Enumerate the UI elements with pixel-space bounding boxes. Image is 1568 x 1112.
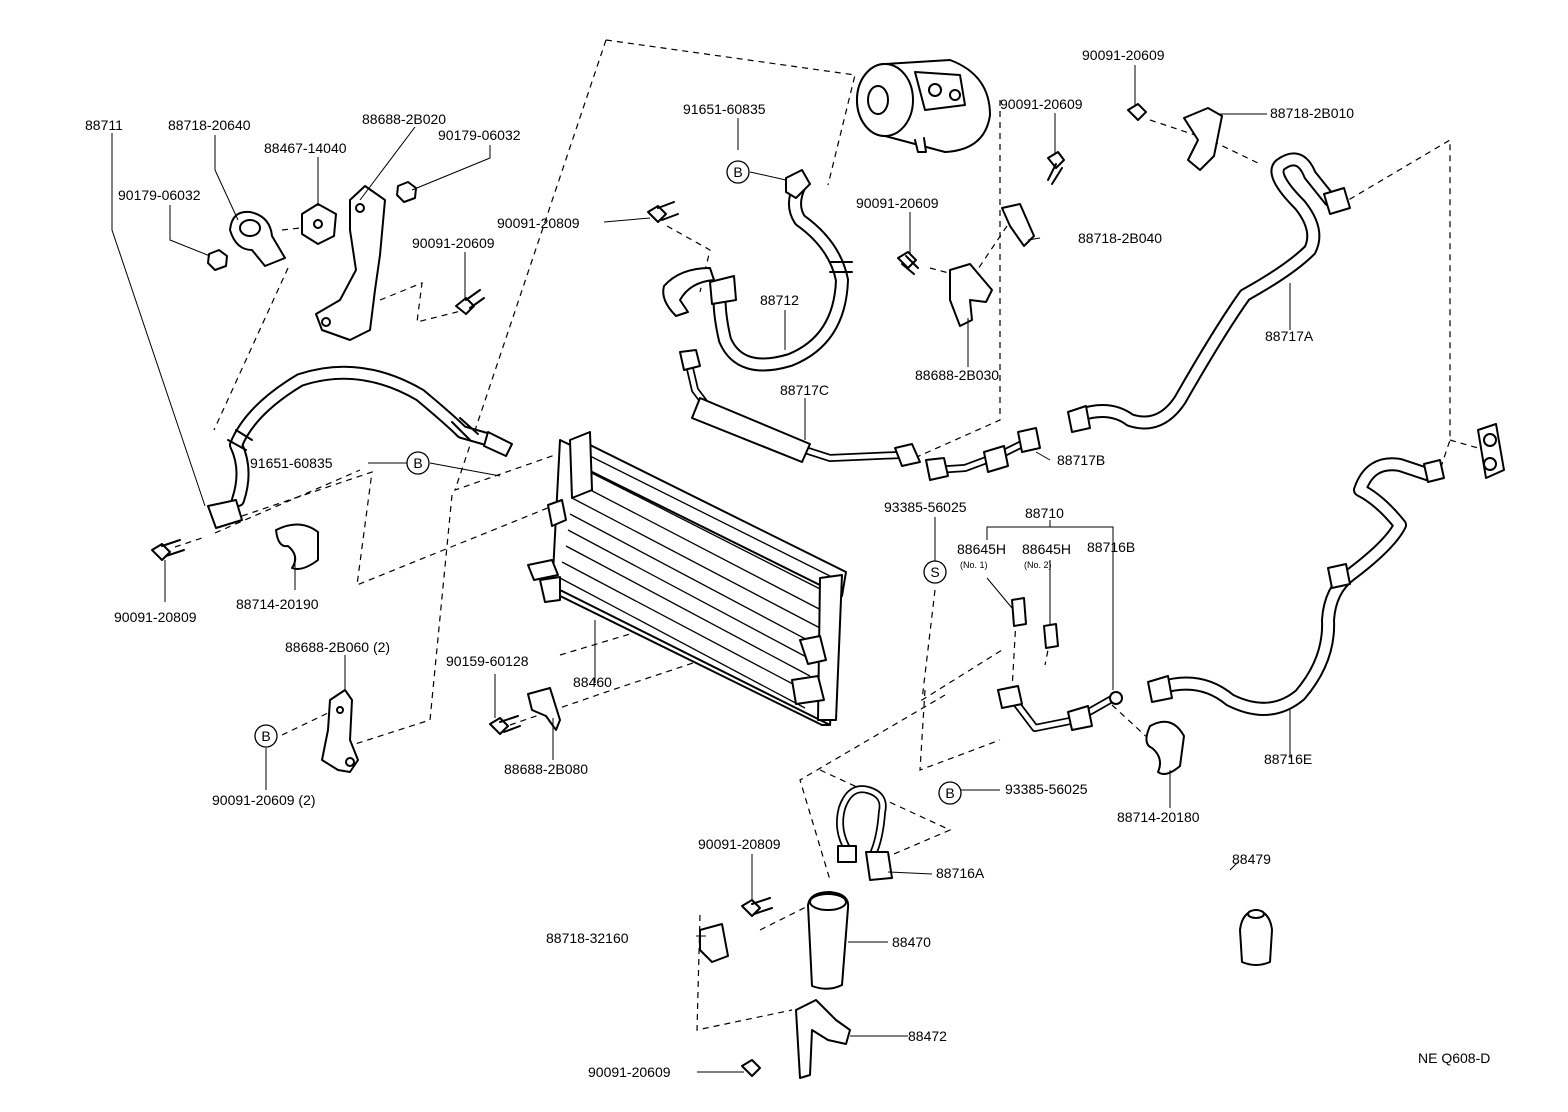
label-88688-2b030: 88688-2B030 xyxy=(915,367,999,383)
label-88714-20180: 88714-20180 xyxy=(1117,809,1200,825)
pipe-88717b xyxy=(925,427,1041,481)
hose-88711 xyxy=(207,365,513,529)
label-88470: 88470 xyxy=(892,934,931,950)
brackets-left xyxy=(151,181,485,773)
label-90091-20809-b: 90091-20809 xyxy=(114,609,197,625)
hose-88717a xyxy=(1067,152,1351,433)
marker-s: S xyxy=(923,560,947,584)
label-88717a: 88717A xyxy=(1265,328,1314,344)
label-88460: 88460 xyxy=(573,674,612,690)
label-90091-20609-c: 90091-20609 xyxy=(856,195,939,211)
label-88645h-no2: 88645H xyxy=(1022,541,1071,557)
compressor-drawing xyxy=(856,59,991,153)
label-88717b: 88717B xyxy=(1057,452,1105,468)
label-88717c: 88717C xyxy=(780,382,829,398)
label-88472: 88472 xyxy=(908,1028,947,1044)
svg-text:B: B xyxy=(413,455,422,471)
label-90091-20809-c: 90091-20809 xyxy=(698,836,781,852)
label-90091-20609-a: 90091-20609 xyxy=(412,235,495,251)
marker-b-left: B xyxy=(406,451,430,475)
label-88714-20190: 88714-20190 xyxy=(236,596,319,612)
label-88718-32160: 88718-32160 xyxy=(546,930,629,946)
label-88716e: 88716E xyxy=(1264,751,1312,767)
label-88467-14040: 88467-14040 xyxy=(264,140,347,156)
pipe-88716b xyxy=(997,597,1185,775)
label-91651-60835-left: 91651-60835 xyxy=(250,455,333,471)
svg-text:S: S xyxy=(930,564,939,580)
label-88688-2b020: 88688-2B020 xyxy=(362,111,446,127)
label-88688-2b060: 88688-2B060 (2) xyxy=(285,639,390,655)
brackets-center xyxy=(897,103,1223,327)
label-90091-20609-d: 90091-20609 (2) xyxy=(212,792,316,808)
marker-b-top: B xyxy=(726,160,750,184)
diagram-code: NE Q608-D xyxy=(1418,1050,1490,1066)
label-90179-06032-left: 90179-06032 xyxy=(118,187,201,203)
label-90091-20809-a: 90091-20809 xyxy=(497,215,580,231)
marker-b-lower-right: B xyxy=(938,781,962,805)
label-88479: 88479 xyxy=(1232,851,1271,867)
label-88710: 88710 xyxy=(1025,505,1064,521)
label-88712: 88712 xyxy=(760,292,799,308)
label-90159-60128: 90159-60128 xyxy=(446,653,529,669)
label-91651-60835-top: 91651-60835 xyxy=(683,101,766,117)
svg-text:B: B xyxy=(261,728,270,744)
condenser-drawing xyxy=(527,431,847,726)
hose-88716e xyxy=(1147,423,1505,716)
label-88645h-no1-note: (No. 1) xyxy=(960,560,988,570)
label-88716b: 88716B xyxy=(1087,539,1135,555)
marker-b-lower-left: B xyxy=(254,724,278,748)
label-93385-56025-b: 93385-56025 xyxy=(1005,781,1088,797)
label-88645h-no2-note: (No. 2) xyxy=(1024,560,1052,570)
part-labels: 88711 88718-20640 88688-2B020 88467-1404… xyxy=(85,47,1490,1080)
svg-text:B: B xyxy=(945,785,954,801)
label-88718-2b040: 88718-2B040 xyxy=(1078,230,1162,246)
label-88718-2b010: 88718-2B010 xyxy=(1270,105,1354,121)
label-93385-56025-a: 93385-56025 xyxy=(884,499,967,515)
label-88711: 88711 xyxy=(85,117,123,133)
circled-markers: B B B B S xyxy=(254,160,962,805)
label-88645h-no1: 88645H xyxy=(957,541,1006,557)
label-88718-20640: 88718-20640 xyxy=(168,117,251,133)
label-90091-20609-b: 90091-20609 xyxy=(1000,96,1083,112)
hose-88712-and-pipe-88717c xyxy=(647,169,921,467)
label-90091-20609-top: 90091-20609 xyxy=(1082,47,1165,63)
label-88688-2b080: 88688-2B080 xyxy=(504,761,588,777)
leader-lines xyxy=(111,65,1291,1073)
label-88716a: 88716A xyxy=(936,865,985,881)
lower-parts xyxy=(489,687,1273,1079)
label-90179-06032-right: 90179-06032 xyxy=(438,127,521,143)
svg-text:B: B xyxy=(733,164,742,180)
label-90091-20609-e: 90091-20609 xyxy=(588,1064,671,1080)
